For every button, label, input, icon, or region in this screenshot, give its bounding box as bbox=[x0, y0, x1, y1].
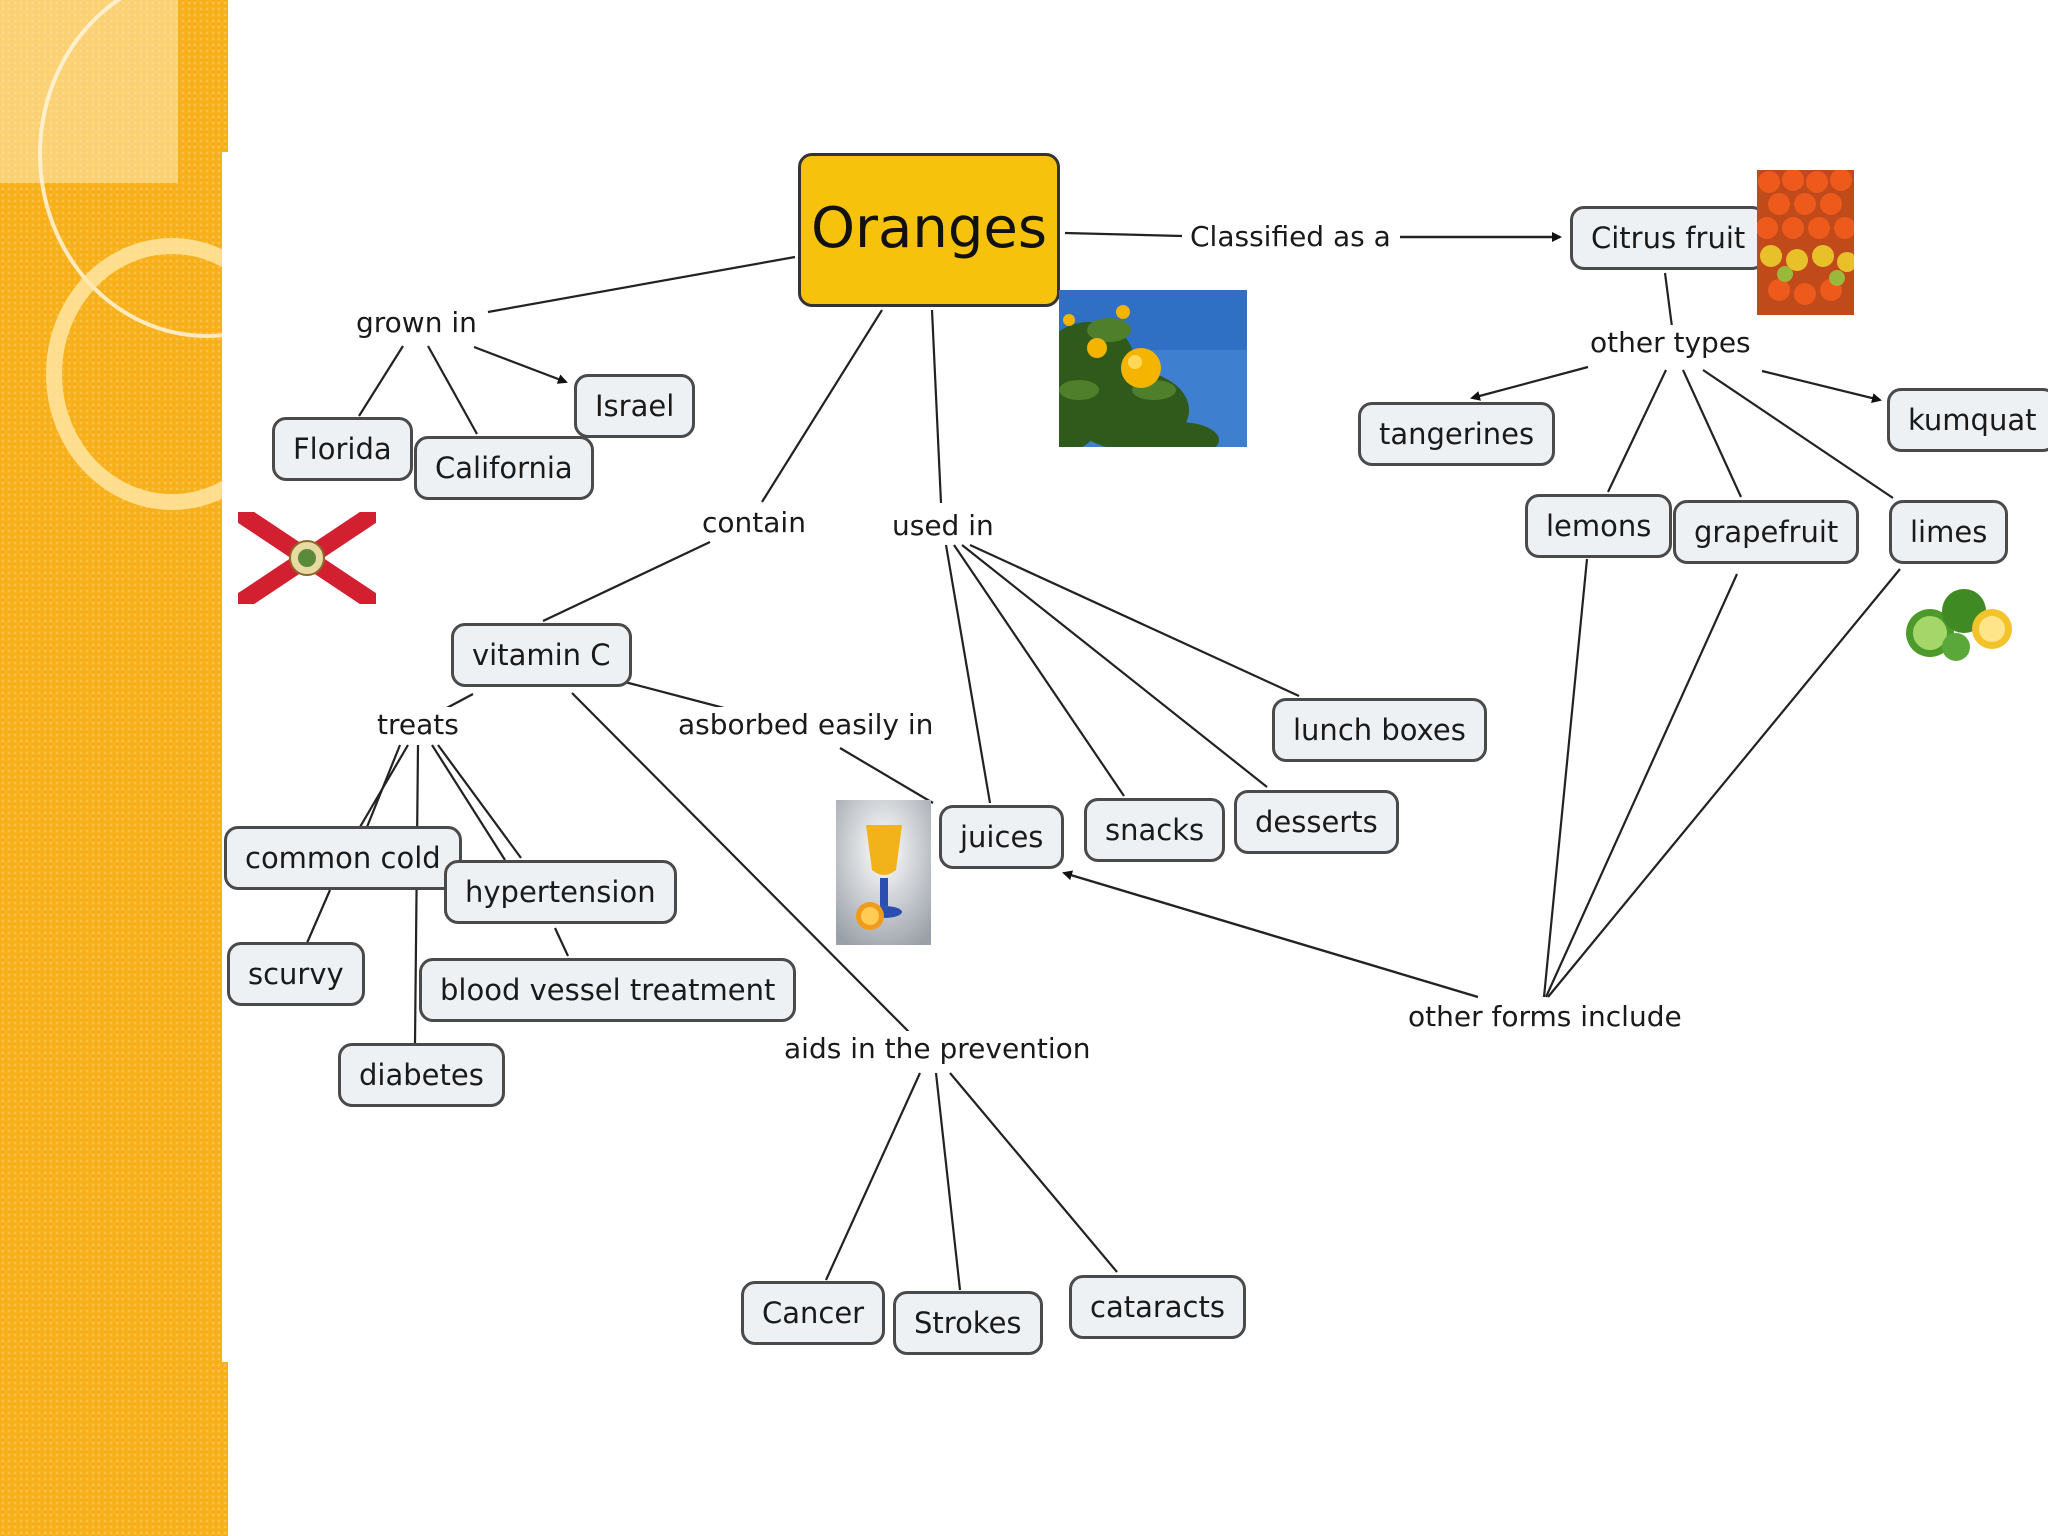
link-other-types: other types bbox=[1586, 325, 1755, 361]
node-lemons[interactable]: lemons bbox=[1525, 494, 1673, 558]
link-absorbed-easily-in: asborbed easily in bbox=[674, 707, 938, 743]
node-california[interactable]: California bbox=[414, 436, 594, 500]
node-cancer[interactable]: Cancer bbox=[741, 1281, 886, 1345]
node-scurvy[interactable]: scurvy bbox=[227, 942, 365, 1006]
link-treats: treats bbox=[373, 707, 463, 743]
decorative-sidebar bbox=[0, 0, 228, 1536]
florida-flag-image bbox=[238, 512, 376, 604]
node-citrus-fruit[interactable]: Citrus fruit bbox=[1570, 206, 1767, 270]
link-grown-in: grown in bbox=[352, 305, 481, 341]
node-strokes[interactable]: Strokes bbox=[893, 1291, 1043, 1355]
node-diabetes[interactable]: diabetes bbox=[338, 1043, 505, 1107]
link-classified-as: Classified as a bbox=[1186, 219, 1395, 255]
orange-juice-image bbox=[836, 800, 931, 945]
link-used-in: used in bbox=[888, 508, 998, 544]
limes-and-lemons-image bbox=[1900, 583, 2012, 665]
node-cataracts[interactable]: cataracts bbox=[1069, 1275, 1246, 1339]
node-blood-vessel-treatment[interactable]: blood vessel treatment bbox=[419, 958, 797, 1022]
node-grapefruit[interactable]: grapefruit bbox=[1673, 500, 1860, 564]
node-vitamin-c[interactable]: vitamin C bbox=[451, 623, 632, 687]
link-other-forms-include: other forms include bbox=[1404, 999, 1686, 1035]
link-aids-in-prevention: aids in the prevention bbox=[780, 1031, 1095, 1067]
node-juices[interactable]: juices bbox=[939, 805, 1065, 869]
citrus-market-image bbox=[1757, 170, 1854, 315]
link-contain: contain bbox=[698, 505, 810, 541]
orange-tree-image bbox=[1059, 290, 1247, 447]
node-lunch-boxes[interactable]: lunch boxes bbox=[1272, 698, 1487, 762]
node-florida[interactable]: Florida bbox=[272, 417, 413, 481]
node-tangerines[interactable]: tangerines bbox=[1358, 402, 1556, 466]
node-limes[interactable]: limes bbox=[1889, 500, 2009, 564]
node-israel[interactable]: Israel bbox=[574, 374, 696, 438]
node-common-cold[interactable]: common cold bbox=[224, 826, 462, 890]
node-hypertension[interactable]: hypertension bbox=[444, 860, 677, 924]
main-concept-oranges[interactable]: Oranges bbox=[798, 153, 1060, 307]
node-desserts[interactable]: desserts bbox=[1234, 790, 1399, 854]
node-kumquat[interactable]: kumquat bbox=[1887, 388, 2048, 452]
node-snacks[interactable]: snacks bbox=[1084, 798, 1226, 862]
